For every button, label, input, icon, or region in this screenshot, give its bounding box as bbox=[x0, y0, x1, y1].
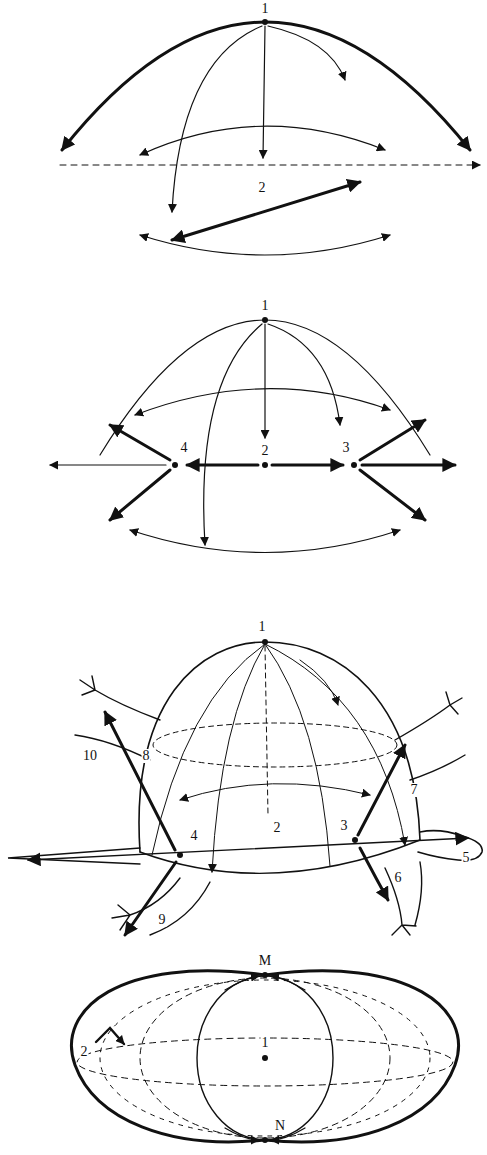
callout-number: 2 bbox=[258, 181, 267, 195]
callout-number: 7 bbox=[410, 783, 419, 797]
callout-number: 2 bbox=[273, 821, 282, 835]
callout-number: 2 bbox=[261, 444, 270, 458]
callout-number: N bbox=[274, 1119, 286, 1133]
callout-number: 10 bbox=[82, 749, 98, 763]
callout-number: 2 bbox=[80, 1045, 89, 1059]
callout-number: 6 bbox=[394, 871, 403, 885]
callout-number: 1 bbox=[258, 620, 267, 634]
callout-number: 4 bbox=[190, 829, 199, 843]
callout-number: 5 bbox=[462, 851, 471, 865]
callout-number: 4 bbox=[180, 441, 189, 455]
callout-number: 8 bbox=[142, 749, 151, 763]
callout-number: M bbox=[258, 954, 272, 968]
callout-number: 1 bbox=[261, 2, 270, 16]
callout-number: 3 bbox=[342, 441, 351, 455]
callout-number: 1 bbox=[261, 1036, 270, 1050]
callout-number: 1 bbox=[261, 299, 270, 313]
callout-number: 9 bbox=[158, 913, 167, 927]
callout-number: 3 bbox=[340, 819, 349, 833]
